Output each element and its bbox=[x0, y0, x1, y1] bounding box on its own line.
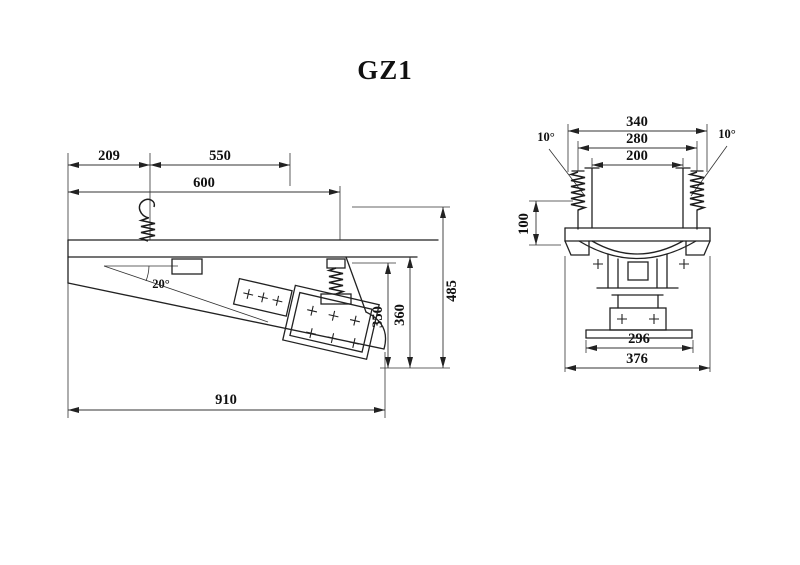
dim-550-label: 550 bbox=[209, 148, 231, 164]
drive-axis-line bbox=[103, 265, 269, 323]
spring-top-bracket bbox=[326, 258, 346, 269]
dim-280: 280 bbox=[578, 131, 697, 151]
coil-spring-right bbox=[687, 171, 707, 211]
spring-bottom-bracket bbox=[320, 293, 352, 305]
pedestal-bolt-marks bbox=[617, 314, 659, 324]
vibrator-unit bbox=[232, 277, 380, 361]
front-vibrator-housing bbox=[585, 253, 693, 339]
dim-600-label: 600 bbox=[193, 175, 215, 191]
plate-bolt-marks bbox=[243, 288, 283, 306]
hanger-hook-icon bbox=[138, 198, 156, 219]
housing-core bbox=[627, 261, 649, 281]
side-view: 209 550 600 910 485 360 350 bbox=[67, 148, 460, 418]
dim-296: 296 bbox=[586, 331, 693, 351]
dim-360: 360 bbox=[392, 257, 413, 368]
trough-bottom-arc-inner bbox=[591, 240, 684, 255]
vibrator-housing-outer bbox=[281, 284, 380, 361]
vibrator-armature-plate bbox=[232, 277, 293, 317]
dim-340-label: 340 bbox=[626, 114, 648, 130]
dim-209-label: 209 bbox=[98, 148, 120, 164]
discharge-front-wall bbox=[345, 256, 367, 313]
dim-485-label: 485 bbox=[444, 280, 460, 302]
dim-485: 485 bbox=[440, 207, 460, 368]
side-extension-lines bbox=[67, 153, 450, 418]
vibrator-housing-inner bbox=[289, 291, 373, 353]
front-view: 340 280 200 100 296 376 10° 10° bbox=[516, 114, 736, 372]
dim-350-label: 350 bbox=[370, 306, 386, 328]
dim-100: 100 bbox=[516, 201, 539, 245]
coil-spring-left bbox=[568, 171, 588, 211]
dim-910: 910 bbox=[68, 392, 385, 413]
dim-910-label: 910 bbox=[215, 392, 237, 408]
angle-10-left-label: 10° bbox=[537, 130, 555, 144]
angle-20: 20° bbox=[104, 265, 178, 291]
drive-coil-spring bbox=[326, 267, 346, 295]
dim-200-label: 200 bbox=[626, 148, 648, 164]
dim-200: 200 bbox=[592, 148, 683, 168]
housing-bolt-marks bbox=[306, 305, 360, 349]
dim-360-label: 360 bbox=[392, 304, 408, 326]
discharge-lip-curve bbox=[365, 311, 387, 350]
bolt-mark-left bbox=[593, 259, 603, 269]
dim-550: 550 bbox=[150, 148, 290, 168]
drive-spring-assembly bbox=[320, 258, 352, 305]
angle-10-right: 10° bbox=[690, 127, 736, 197]
dim-350: 350 bbox=[370, 263, 391, 368]
inspection-window bbox=[171, 258, 203, 275]
dim-376-label: 376 bbox=[626, 351, 648, 367]
angle-arc bbox=[145, 265, 150, 282]
angle-20-label: 20° bbox=[152, 277, 170, 291]
trough-bottom-arc-outer bbox=[578, 240, 697, 260]
bolt-mark-right bbox=[679, 259, 689, 269]
front-spring-right bbox=[687, 170, 707, 230]
hanger-coil-spring bbox=[138, 217, 156, 242]
dim-376: 376 bbox=[565, 351, 710, 371]
feeder-front-body bbox=[564, 167, 711, 339]
dim-600: 600 bbox=[68, 175, 340, 195]
hanger-spring-assembly bbox=[138, 198, 156, 242]
mount-ear-right bbox=[685, 240, 711, 256]
drawing-title: GZ1 bbox=[357, 55, 413, 85]
front-spring-left bbox=[568, 170, 588, 230]
angle-10-right-label: 10° bbox=[718, 127, 736, 141]
dim-209: 209 bbox=[68, 148, 150, 168]
mount-ear-left bbox=[564, 240, 590, 256]
feeder-side-body bbox=[67, 198, 439, 361]
dim-296-label: 296 bbox=[628, 331, 650, 347]
flange-band bbox=[564, 227, 711, 242]
dim-100-label: 100 bbox=[516, 213, 532, 235]
dim-280-label: 280 bbox=[626, 131, 648, 147]
dim-340: 340 bbox=[568, 114, 707, 134]
